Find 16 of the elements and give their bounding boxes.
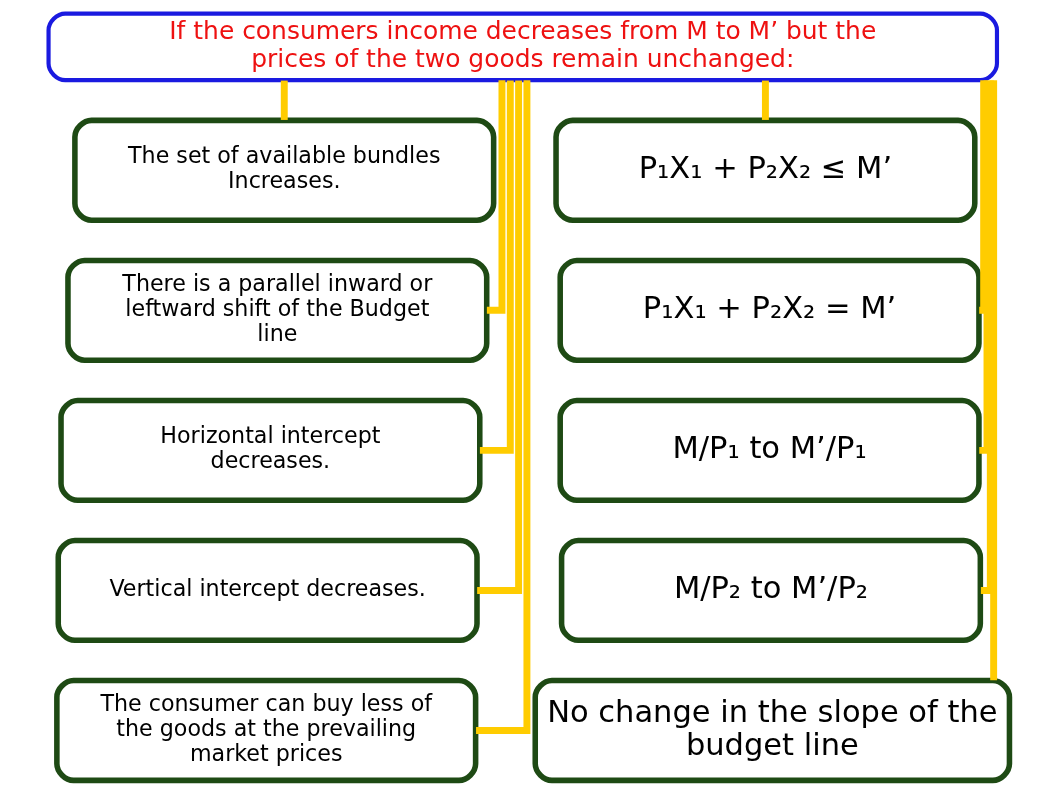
node-box: The set of available bundles Increases. [72,117,497,223]
node-box: P₁X₁ + P₂X₂ = M’ [557,257,982,364]
connector [990,80,998,681]
node-box: Horizontal intercept decreases. [58,397,483,504]
node-box: The consumer can buy less of the goods at the prevailing market prices [54,677,479,784]
connector [477,80,523,594]
node-box: If the consumers income decreases from M to M’ but the prices of the two goods remain unchanged: [46,11,1000,83]
node-box: P₁X₁ + P₂X₂ ≤ M’ [553,117,978,223]
node-box: Vertical intercept decreases. [55,537,480,644]
connector [476,80,531,734]
connector [486,80,506,314]
node-box: M/P₁ to M’/P₁ [557,397,982,504]
node-box: No change in the slope of the budget line [532,677,1013,784]
node-box: M/P₂ to M’/P₂ [558,537,984,644]
node-box: There is a parallel inward or leftward shift of the Budget line [65,257,490,364]
connector [979,80,988,314]
